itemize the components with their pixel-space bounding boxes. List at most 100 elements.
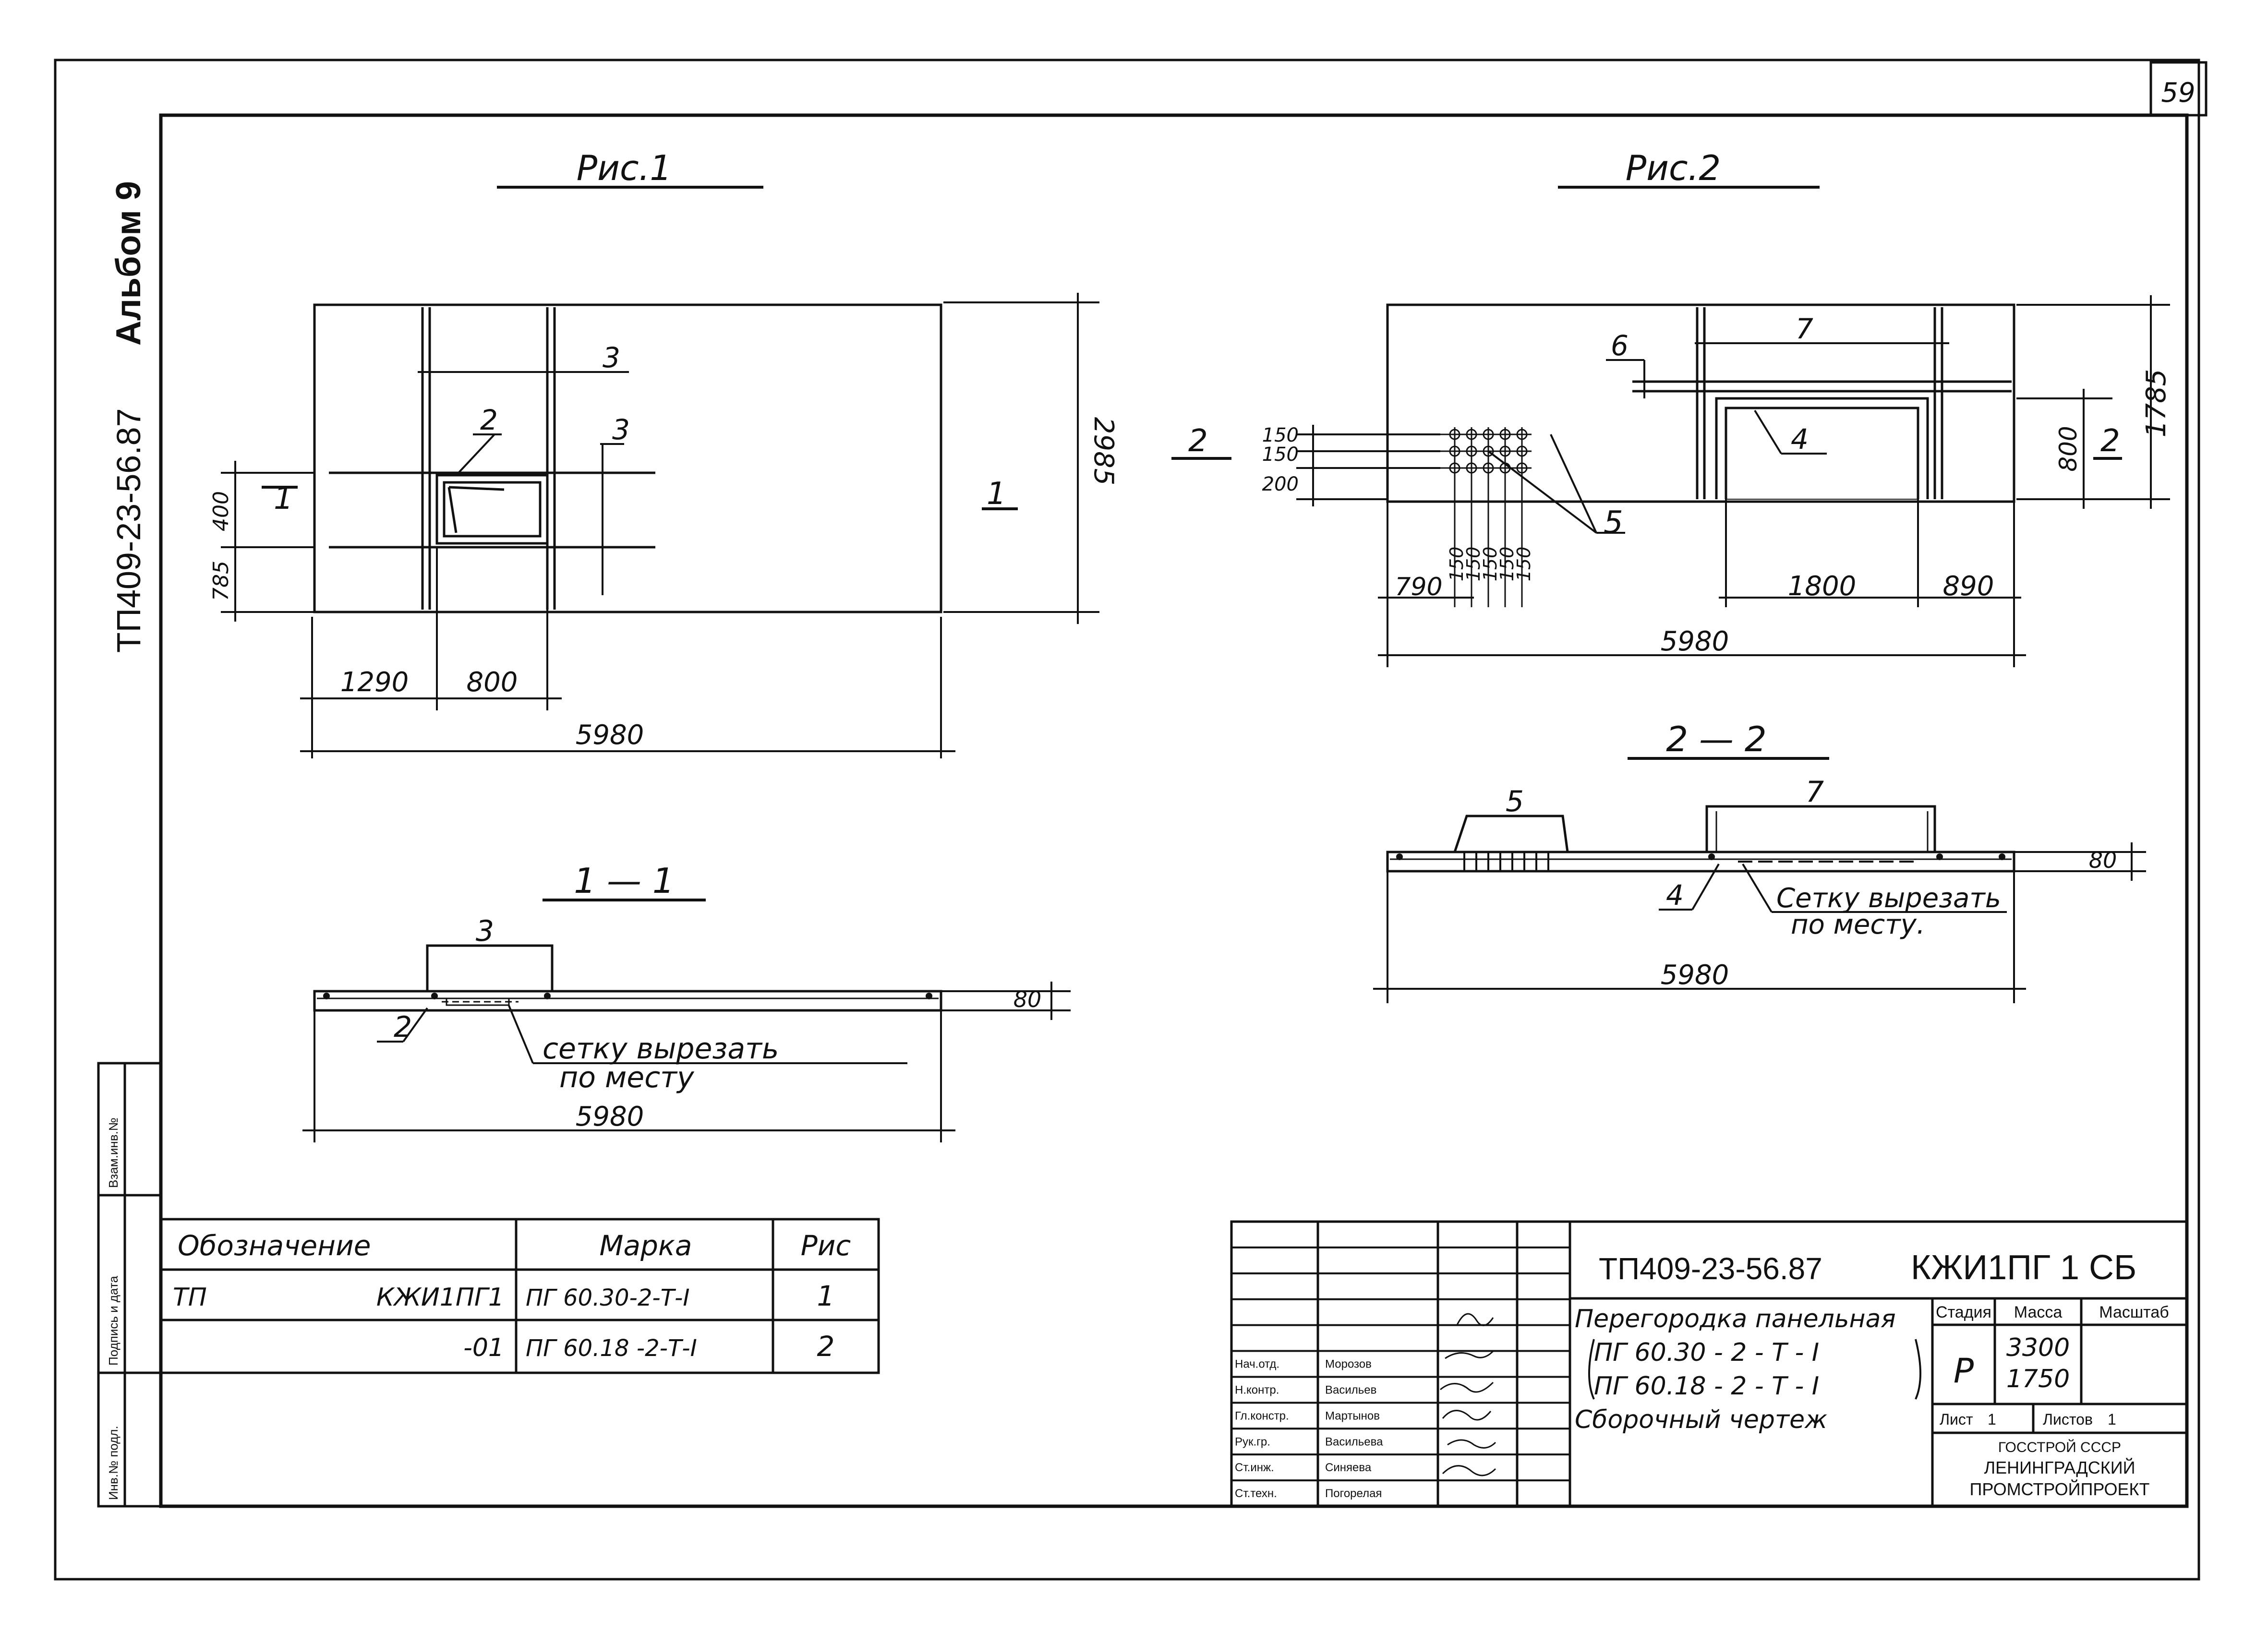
fig1-title: Рис.1 <box>577 148 672 188</box>
outer-frame <box>54 59 2208 1581</box>
tb-org-3: ПРОМСТРОЙПРОЕКТ <box>1969 1479 2149 1499</box>
fig2-dim-150: 150 <box>1513 547 1534 582</box>
section-1-1-note-1: сетку вырезать <box>543 1032 779 1066</box>
tb-signatures <box>1440 1313 1496 1476</box>
section-1-1-dim-total: 5980 <box>576 1101 644 1132</box>
tb-doc-code: ТП409-23-56.87 <box>1599 1251 1822 1286</box>
section-1-1-callout-2: 2 <box>394 1010 412 1044</box>
spec-row1-prefix: ТП <box>173 1283 207 1312</box>
side-album: Альбом 9 <box>109 181 148 346</box>
section-2-2-callout-5: 5 <box>1506 785 1524 818</box>
embedded-part-circle <box>1516 462 1528 474</box>
embedded-part-circle <box>1449 445 1460 457</box>
fig1-dim-1290: 1290 <box>340 667 409 698</box>
tb-scale-header: Масштаб <box>2099 1303 2169 1321</box>
fig2-callout-2b: 2 <box>2100 423 2120 459</box>
embedded-part-circle <box>1483 429 1494 440</box>
embedded-part-circle <box>1466 445 1477 457</box>
side-code-label: ТП409-23-56.87 Альбом 9 <box>109 181 148 653</box>
section-2-2-note-2: по месту. <box>1791 909 1925 940</box>
fig1-callout-2: 2 <box>480 404 498 436</box>
fig2-callout-6: 6 <box>1611 329 1629 362</box>
tb-staff-role: Ст.инж. <box>1235 1461 1274 1474</box>
section-2-2-dim-80: 80 <box>2089 847 2117 873</box>
spec-row2-mark: ПГ 60.18 -2-Т-I <box>526 1335 697 1362</box>
tb-mass-header: Масса <box>2014 1303 2063 1321</box>
tb-stage-header: Стадия <box>1936 1303 1991 1321</box>
tb-staff-role: Нач.отд. <box>1235 1358 1279 1371</box>
spec-table: Обозначение Марка Рис ТП КЖИ1ПГ1 ПГ 60.3… <box>159 1218 880 1374</box>
fig1-callout-1b: 1 <box>987 476 1006 512</box>
embedded-part-circle <box>1516 429 1528 440</box>
spec-row1-mark: ПГ 60.30-2-Т-I <box>526 1284 689 1311</box>
fig2-dim-150a: 150 <box>1262 424 1299 446</box>
fig2-dim-790: 790 <box>1395 573 1442 601</box>
side-stamp-repl: Взам.инв.№ <box>106 1117 121 1188</box>
fig2-title: Рис.2 <box>1626 148 1721 188</box>
fig2-dim-1800: 1800 <box>1788 571 1857 602</box>
fig2-callout-2: 2 <box>1188 423 1208 459</box>
embedded-part-circle <box>1483 445 1494 457</box>
spec-row1-code: КЖИ1ПГ1 <box>376 1283 504 1312</box>
fig1-dim-400: 400 <box>209 491 233 531</box>
fig2-dim-150: 150 <box>1480 547 1501 582</box>
tb-org-2: ЛЕНИНГРАДСКИЙ <box>1984 1457 2135 1477</box>
fig1-dim-800: 800 <box>467 667 518 698</box>
tb-name-2: ПГ 60.30 - 2 - Т - I <box>1594 1338 1819 1367</box>
tb-staff-name: Синяева <box>1325 1461 1372 1474</box>
section-2-2: 2 — 2 5 7 4 80 Сетку <box>1373 719 2146 1003</box>
tb-sheets-value: 1 <box>2108 1411 2116 1428</box>
tb-org-1: ГОССТРОЙ СССР <box>1998 1439 2121 1455</box>
tb-staff-name: Мартынов <box>1325 1409 1380 1422</box>
tb-doc-mark: КЖИ1ПГ 1 СБ <box>1911 1248 2136 1287</box>
tb-staff-name: Погорелая <box>1325 1487 1382 1500</box>
side-code: ТП409-23-56.87 <box>110 408 147 653</box>
side-stamp-inv: Инв.№ подл. <box>106 1426 121 1500</box>
fig2-dim-total: 5980 <box>1661 626 1729 657</box>
tb-staff-name: Васильева <box>1325 1435 1383 1448</box>
tb-stage: Р <box>1954 1351 1974 1391</box>
spec-row2-fig: 2 <box>817 1330 835 1363</box>
fig1-dim-785: 785 <box>209 561 233 601</box>
fig2-dim-800: 800 <box>2054 426 2082 471</box>
section-1-1-title: 1 — 1 <box>574 861 674 901</box>
fig1-callout-1: 1 <box>274 481 293 516</box>
title-block: ТП409-23-56.87 КЖИ1ПГ 1 СБ Перегородка п… <box>1230 1220 2188 1508</box>
embedded-part-circle <box>1449 429 1460 440</box>
section-1-1-note-2: по месту <box>559 1061 695 1094</box>
fig2-dim-200: 200 <box>1262 473 1299 495</box>
spec-header-designation: Обозначение <box>178 1229 371 1262</box>
tb-staff-role: Н.контр. <box>1235 1383 1279 1396</box>
tb-name-1: Перегородка панельная <box>1575 1305 1896 1333</box>
fig2-embedded-parts <box>1438 427 1532 475</box>
embedded-part-circle <box>1466 462 1477 474</box>
tb-staff-role: Гл.констр. <box>1235 1409 1289 1422</box>
fig1-dim-height: 2985 <box>1088 417 1119 486</box>
section-2-2-note-1: Сетку вырезать <box>1776 883 2001 914</box>
sheet-number: 59 <box>2161 77 2195 108</box>
tb-staff-role: Рук.гр. <box>1235 1435 1270 1448</box>
embedded-part-circle <box>1466 429 1477 440</box>
fig2-dim-1785: 1785 <box>2141 369 2172 438</box>
fig1-callout-3a: 3 <box>603 341 620 374</box>
spec-header-mark: Марка <box>600 1229 692 1262</box>
embedded-part-circle <box>1449 462 1460 474</box>
section-2-2-dim-total: 5980 <box>1661 960 1729 991</box>
section-1-1-callout-3: 3 <box>476 914 494 948</box>
spec-row1-fig: 1 <box>817 1280 835 1312</box>
fig2-dim-150: 150 <box>1496 547 1518 582</box>
embedded-part-circle <box>1499 445 1511 457</box>
fig1-dim-total: 5980 <box>576 720 644 751</box>
embedded-part-circle <box>1483 462 1494 474</box>
section-2-2-title: 2 — 2 <box>1666 719 1766 759</box>
fig1-callout-3b: 3 <box>612 413 630 446</box>
embedded-part-circle <box>1499 429 1511 440</box>
tb-staff-list: Нач.отд.МорозовН.контр.ВасильевГл.констр… <box>1235 1358 1383 1500</box>
section-2-2-callout-7: 7 <box>1806 775 1824 809</box>
tb-sheet-label: Лист <box>1940 1411 1973 1428</box>
tb-sheets-label: Листов <box>2043 1411 2093 1428</box>
tb-mass-1: 3300 <box>2006 1333 2070 1362</box>
embedded-part-circle <box>1516 445 1528 457</box>
fig2-dim-150b: 150 <box>1262 444 1299 466</box>
tb-staff-name: Морозов <box>1325 1358 1372 1371</box>
